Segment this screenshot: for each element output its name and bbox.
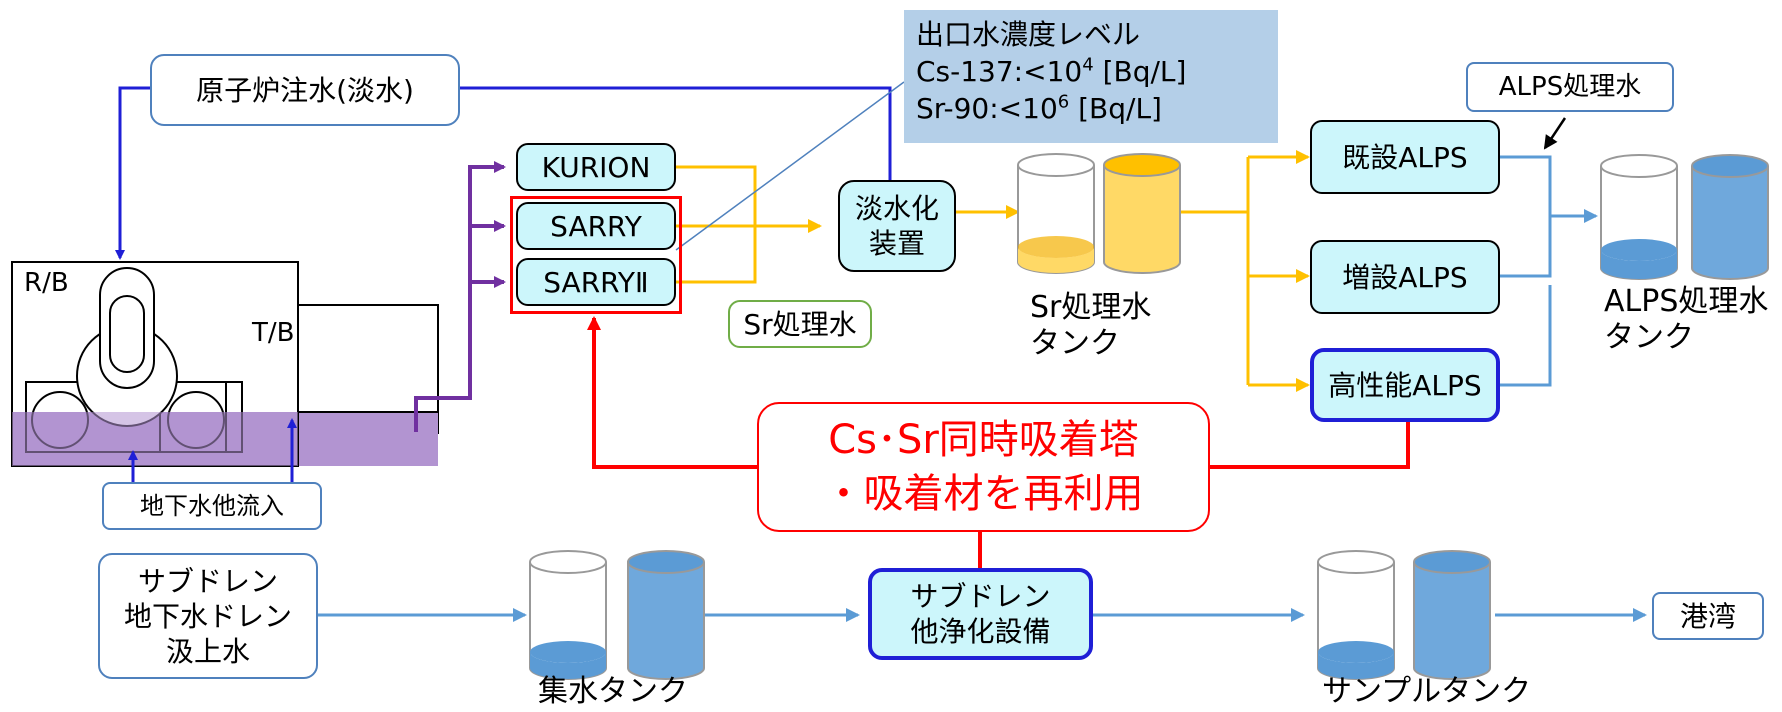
alps-tank-label: ALPS処理水 タンク — [1604, 284, 1769, 355]
adsorber-reuse-callout: Cs･Sr同時吸着塔 ・吸着材を再利用 — [757, 402, 1210, 532]
sarry2-label: SARRYⅡ — [543, 265, 649, 299]
cs-unit: [Bq/L] — [1093, 55, 1187, 89]
sr-unit: [Bq/L] — [1069, 92, 1162, 126]
alps-treated-box: ALPS処理水 — [1466, 62, 1674, 112]
cs-exponent: 4 — [1082, 54, 1094, 76]
alps-treated-pointer — [1543, 117, 1567, 150]
sr-tank-label: Sr処理水 タンク — [1030, 290, 1152, 361]
sarry-box: SARRY — [516, 202, 676, 250]
transfer-line — [414, 161, 506, 432]
sarry2-box: SARRYⅡ — [516, 258, 676, 306]
alps-added-box: 増設ALPS — [1310, 240, 1500, 314]
sarry-group-frame — [510, 196, 682, 314]
desal-label: 淡水化 装置 — [854, 192, 939, 260]
cs-value: <10 — [1023, 55, 1083, 89]
sr-exponent: 6 — [1057, 92, 1070, 114]
groundwater-inflow-box: 地下水他流入 — [102, 482, 322, 530]
kurion-box: KURION — [516, 143, 676, 191]
subdrain-box: サブドレン 地下水ドレン 汲上水 — [98, 553, 318, 679]
alps-tank-right — [1691, 154, 1769, 280]
collect-tank-label: 集水タンク — [538, 674, 688, 709]
reactor-vessel — [109, 295, 145, 373]
sample-tank-right — [1413, 550, 1491, 680]
alps-high-label: 高性能ALPS — [1328, 368, 1482, 402]
sr-tank-left — [1017, 153, 1095, 274]
callout-pointer — [675, 81, 905, 251]
collect-tank-right — [627, 550, 705, 680]
outlet-title: 出口水濃度レベル — [916, 18, 1141, 51]
purify-box: サブドレン 他浄化設備 — [868, 568, 1093, 660]
alps-added-label: 増設ALPS — [1342, 260, 1468, 294]
reactor-injection-box: 原子炉注水(淡水) — [150, 54, 460, 126]
desal-box: 淡水化 装置 — [838, 180, 956, 272]
alps-tank-left — [1600, 154, 1678, 280]
desal-return-line — [460, 86, 892, 180]
reactor-injection-label: 原子炉注水(淡水) — [196, 73, 414, 107]
collect-tank-left — [529, 550, 607, 680]
outlet-cs-row: Cs-137:<104 [Bq/L] — [916, 53, 1266, 90]
sample-tank-label: サンプルタンク — [1322, 674, 1532, 709]
adsorber-reuse-label: Cs･Sr同時吸着塔 ・吸着材を再利用 — [823, 417, 1144, 517]
tb-label: T/B — [252, 318, 295, 348]
alps-existing-label: 既設ALPS — [1342, 140, 1468, 174]
subdrain-label: サブドレン 地下水ドレン 汲上水 — [123, 564, 292, 668]
alps-existing-box: 既設ALPS — [1310, 120, 1500, 194]
injection-line — [115, 86, 150, 260]
alps-high-box: 高性能ALPS — [1310, 348, 1500, 422]
harbor-box: 港湾 — [1652, 592, 1764, 640]
kurion-label: KURION — [541, 150, 651, 184]
sr-treated-label: Sr処理水 — [743, 307, 857, 341]
sarry-label: SARRY — [550, 209, 642, 243]
alps-treated-label: ALPS処理水 — [1498, 71, 1642, 102]
sr-value: <10 — [998, 92, 1058, 126]
cs-label: Cs-137: — [916, 55, 1024, 89]
outlet-level-box: 出口水濃度レベル Cs-137:<104 [Bq/L] Sr-90:<106 [… — [904, 10, 1278, 143]
sample-tank-left — [1317, 550, 1395, 680]
groundwater-inflow-label: 地下水他流入 — [140, 492, 284, 520]
sr-treated-box: Sr処理水 — [728, 300, 872, 348]
purify-label: サブドレン 他浄化設備 — [910, 580, 1051, 648]
sr-label: Sr-90: — [916, 92, 999, 126]
rb-label: R/B — [24, 268, 69, 298]
harbor-label: 港湾 — [1679, 599, 1736, 633]
outlet-sr-row: Sr-90:<106 [Bq/L] — [916, 90, 1266, 127]
sr-tank-right — [1103, 153, 1181, 274]
alps-outflow — [1500, 155, 1552, 278]
reuse-line — [587, 316, 757, 469]
